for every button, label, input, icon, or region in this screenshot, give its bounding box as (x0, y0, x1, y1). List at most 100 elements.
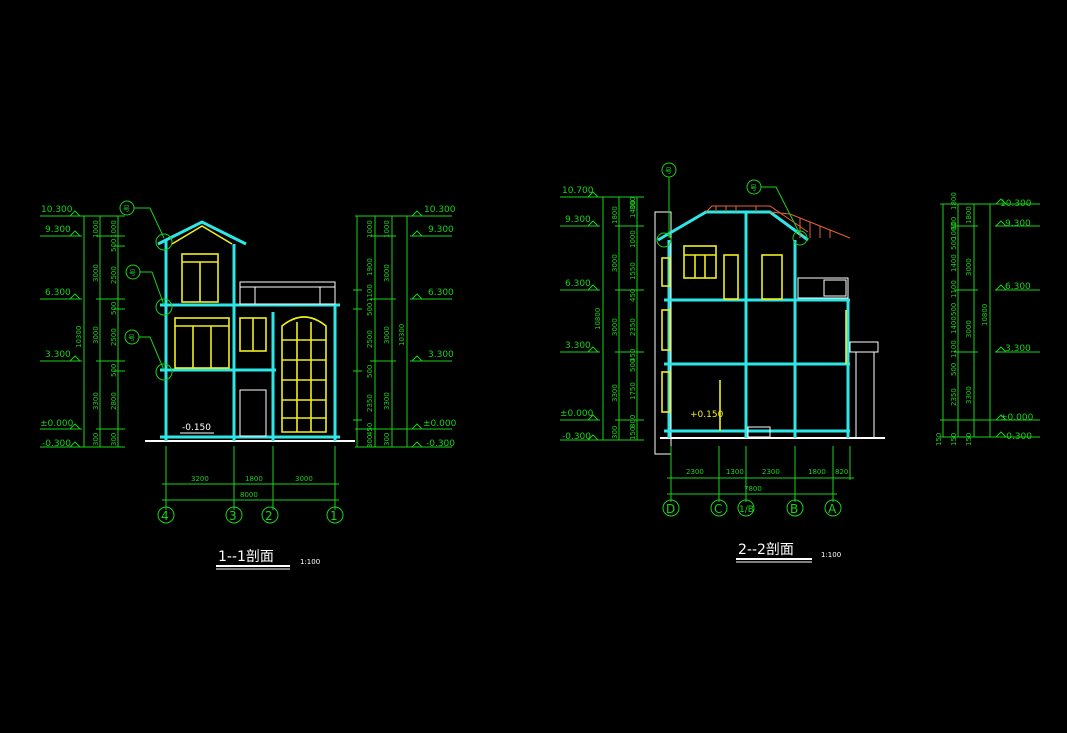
dim-value: 1000 (950, 222, 958, 240)
vdim-right-2: 600 500 1400 1100 500 1400 1100 500 2350… (935, 192, 1040, 446)
dim-value: 1400 (950, 316, 958, 334)
level-label: ±0.000 (423, 419, 457, 429)
level-label: 3.300 (565, 341, 591, 351)
dim-value: 500 (950, 363, 958, 376)
dim-value: 3000 (965, 320, 973, 338)
dim-value: 3000 (383, 264, 391, 282)
level-label: 10.700 (562, 186, 594, 196)
level-marks-left-1: 10.300 9.300 6.300 3.300 ±0.000 -0.300 (40, 205, 82, 449)
axis-bubble: D (666, 502, 675, 516)
dim-value: 300 (611, 426, 619, 439)
vdim-left-2: 10800 1800 3000 3000 3300 300 1400 300 1… (594, 196, 644, 441)
axis-bubble: C (714, 502, 722, 516)
dim-value: 2350 (950, 388, 958, 406)
level-marks-left-2: 10.700 9.300 6.300 3.300 ±0.000 -0.300 (560, 186, 600, 442)
dim-value: 3300 (92, 392, 100, 410)
dim-value: 500 (110, 302, 118, 315)
scale-label: 1:100 (300, 558, 320, 566)
level-label: 9.300 (45, 225, 71, 235)
dim-value: 300 (629, 197, 637, 210)
building-section-2: +0.150 号 号 (654, 162, 885, 455)
dim-value: 3300 (965, 386, 973, 404)
building-section-1: -0.150 号 号 号 (119, 200, 355, 442)
dim-value: 500 (110, 239, 118, 252)
axis-bubble: 3 (229, 509, 237, 523)
level-label: ±0.000 (1000, 413, 1034, 423)
dim-value: 600 (950, 217, 958, 230)
dim-value: 820 (835, 468, 848, 476)
axis-bubble: 4 (161, 509, 169, 523)
dim-value: 3000 (611, 318, 619, 336)
level-label: 9.300 (428, 225, 454, 235)
dim-value: 300 (110, 433, 118, 446)
dim-value: 2350 (629, 318, 637, 336)
dim-value: 1300 (726, 468, 744, 476)
dim-value: 1400 (950, 254, 958, 272)
dim-value: 1000 (383, 220, 391, 238)
vdim-right-1: 1000 1900 1100 500 2500 500 2350 300 450… (353, 205, 457, 449)
dim-value: 450 (629, 289, 637, 302)
dim-value: 300 (383, 433, 391, 446)
dim-value: 1000 (629, 230, 637, 248)
roof-tiles (715, 206, 831, 238)
level-label: -0.300 (562, 432, 591, 442)
axis-bubble: A (828, 502, 837, 516)
dim-value: 3300 (383, 392, 391, 410)
level-label: ±0.000 (560, 409, 594, 419)
dim-value: 3000 (611, 254, 619, 272)
dim-value: 2350 (366, 394, 374, 412)
dim-total: 10800 (981, 304, 989, 326)
dim-total: 10800 (594, 308, 602, 330)
level-label: ±0.000 (40, 419, 74, 429)
dim-value: 1550 (629, 262, 637, 280)
dim-value: 3000 (965, 258, 973, 276)
dim-value: 1800 (611, 206, 619, 224)
dim-value: 450 (366, 423, 374, 436)
dim-value: 300 (366, 435, 374, 448)
dim-value: 1000 (92, 220, 100, 238)
dim-value: 1000 (110, 220, 118, 238)
level-label: 3.300 (1005, 344, 1031, 354)
dim-value: 1800 (245, 475, 263, 483)
dim-value: 450 (629, 349, 637, 362)
axis-bubble: B (790, 502, 798, 516)
dim-value: 800 (629, 415, 637, 428)
dim-value: 1750 (629, 382, 637, 400)
dim-value: 1800 (965, 206, 973, 224)
detail-mark: 号 (665, 167, 672, 175)
level-label: -0.300 (1003, 432, 1032, 442)
axis-bubble: 1/B (739, 505, 754, 515)
detail-mark: 号 (750, 184, 757, 192)
dim-value: 2800 (110, 392, 118, 410)
dim-value: 3000 (92, 326, 100, 344)
level-label: 6.300 (428, 288, 454, 298)
dim-value: 1100 (950, 340, 958, 358)
dim-value: 500 (950, 237, 958, 250)
floor-level-label: -0.150 (182, 423, 211, 433)
level-label: 10.300 (1000, 199, 1032, 209)
dim-value: 3300 (611, 384, 619, 402)
axis-bubble: 1 (330, 509, 338, 523)
level-label: 9.300 (1005, 219, 1031, 229)
dim-value: 3200 (191, 475, 209, 483)
level-label: 6.300 (1005, 282, 1031, 292)
level-label: 3.300 (428, 350, 454, 360)
dim-value: 1100 (366, 284, 374, 302)
level-label: -0.300 (42, 439, 71, 449)
dim-value: 150 (629, 427, 637, 440)
level-label: 10.300 (424, 205, 456, 215)
dim-value: 2300 (686, 468, 704, 476)
dim-value: 500 (110, 364, 118, 377)
dim-total: 10300 (398, 324, 406, 346)
detail-mark: 号 (128, 334, 135, 342)
dim-value: 150 (935, 433, 943, 446)
dim-value: 1000 (366, 220, 374, 238)
dim-value: 2300 (762, 468, 780, 476)
axis-bubble: 2 (265, 509, 273, 523)
dim-value: 150 (950, 433, 958, 446)
level-label: -0.300 (426, 439, 455, 449)
detail-mark: 号 (123, 205, 130, 213)
section-2-2: 10.700 9.300 6.300 3.300 ±0.000 -0.300 1… (560, 162, 1040, 563)
dim-value: 150 (965, 433, 973, 446)
dim-value: 500 (950, 303, 958, 316)
